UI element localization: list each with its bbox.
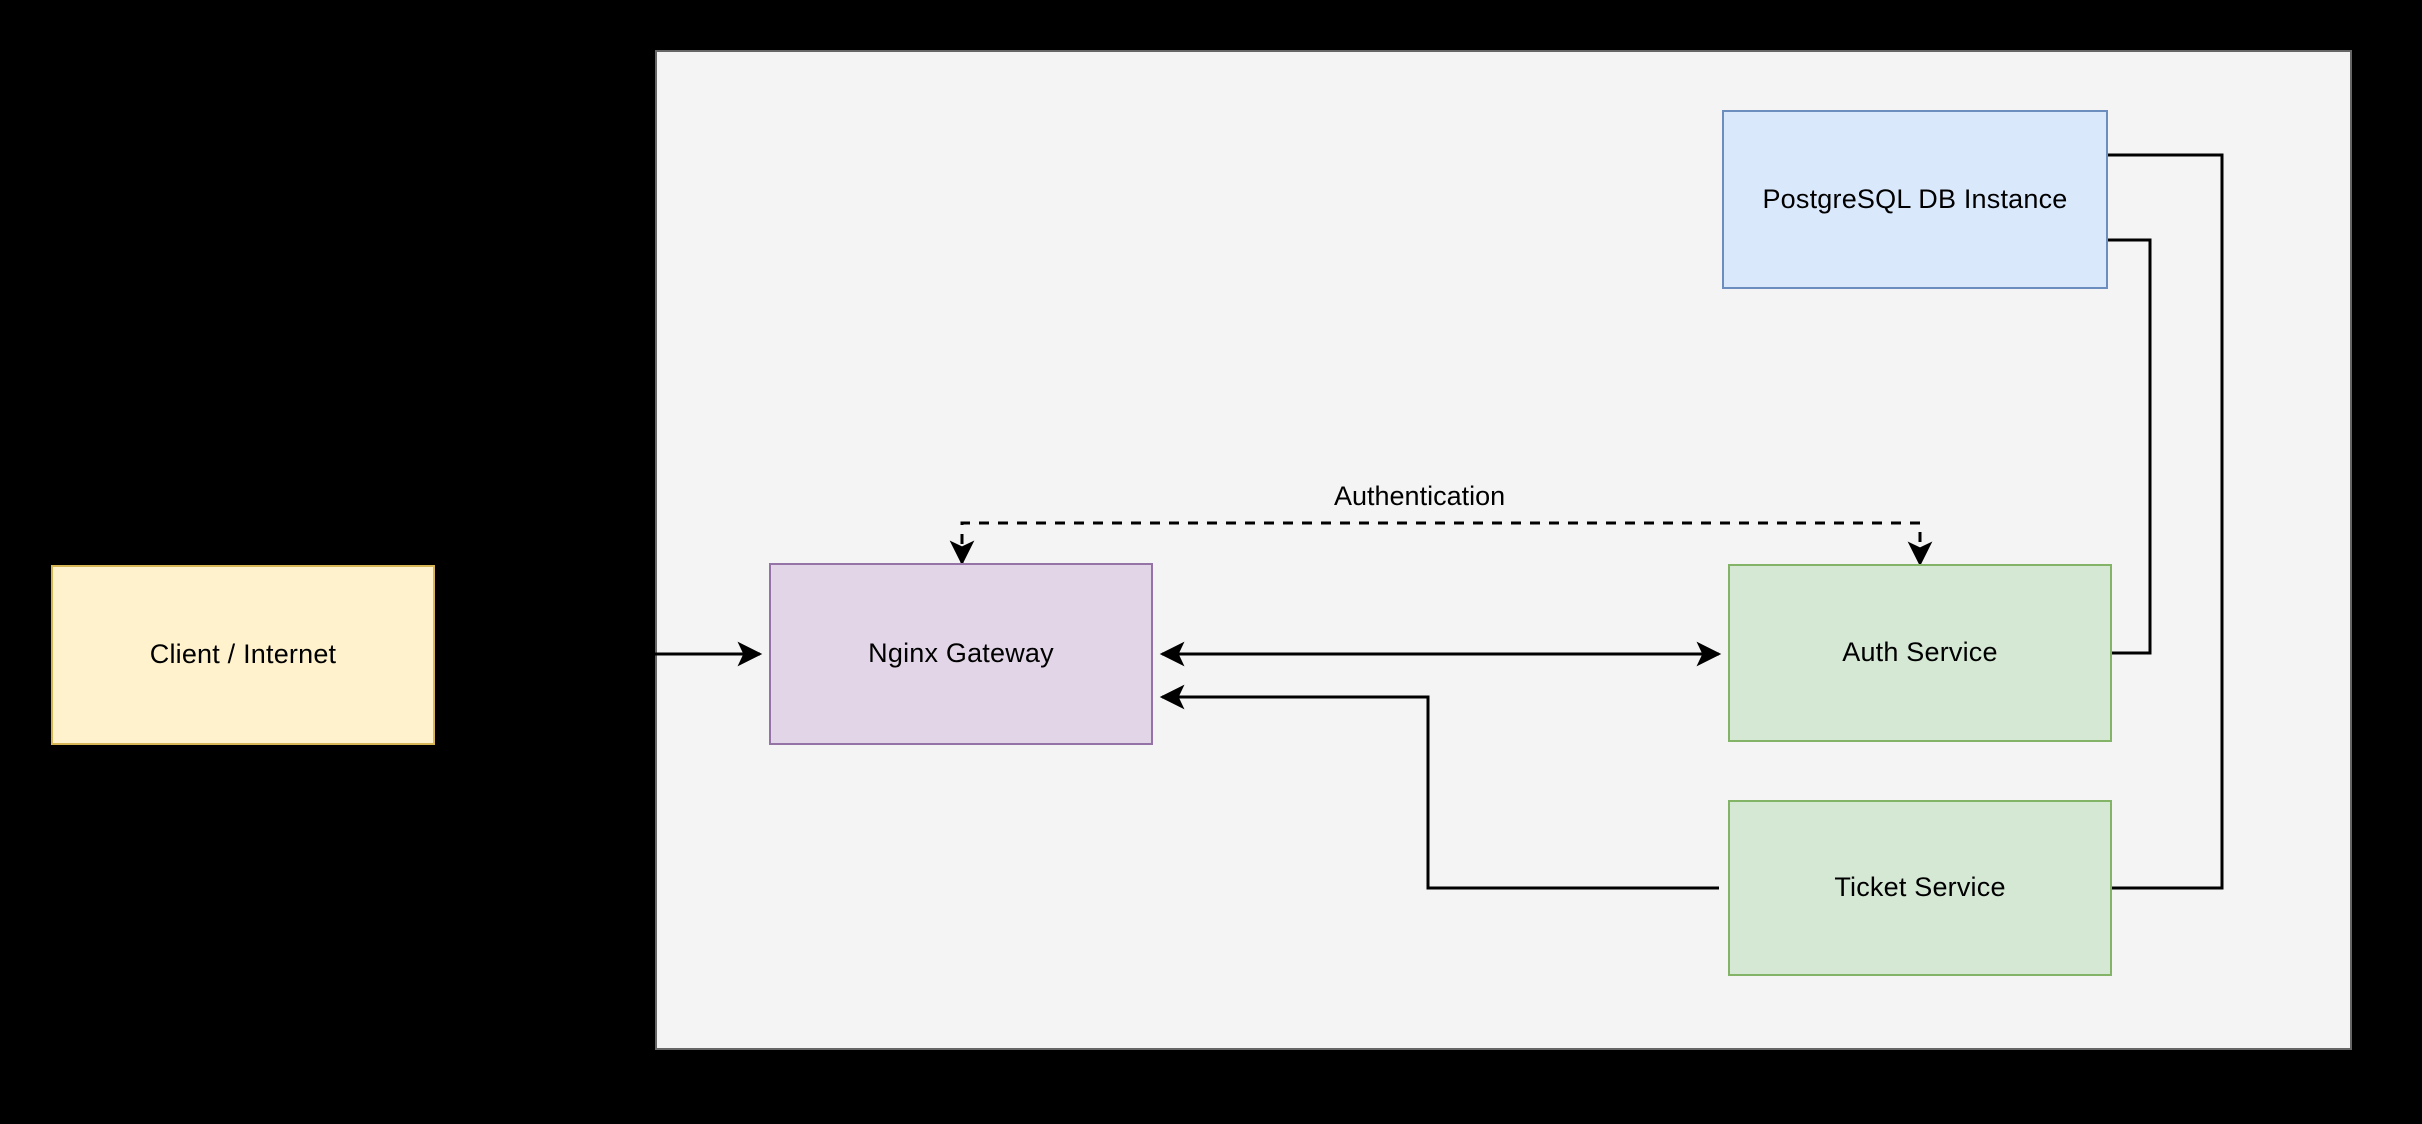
node-ticket-service[interactable]: Ticket Service [1728, 800, 2112, 976]
node-postgresql-db-instance-label: PostgreSQL DB Instance [1762, 183, 2068, 214]
node-ticket-service-label: Ticket Service [1834, 872, 2006, 903]
node-client[interactable]: Client / Internet [51, 565, 435, 745]
node-nginx-gateway-label: Nginx Gateway [868, 638, 1054, 669]
node-auth-service-label: Auth Service [1842, 637, 1998, 668]
edge-ticket-to-nginx[interactable] [1159, 684, 1719, 890]
edge-authentication-dashed[interactable] [949, 521, 1933, 567]
node-auth-service[interactable]: Auth Service [1728, 564, 2112, 742]
node-nginx-gateway[interactable]: Nginx Gateway [769, 563, 1153, 745]
node-postgresql-db-instance[interactable]: PostgreSQL DB Instance [1722, 110, 2108, 289]
edge-label-authentication: Authentication [1334, 481, 1506, 511]
edge-ticket-to-postgres[interactable] [2058, 153, 2224, 890]
node-client-label: Client / Internet [149, 639, 337, 670]
